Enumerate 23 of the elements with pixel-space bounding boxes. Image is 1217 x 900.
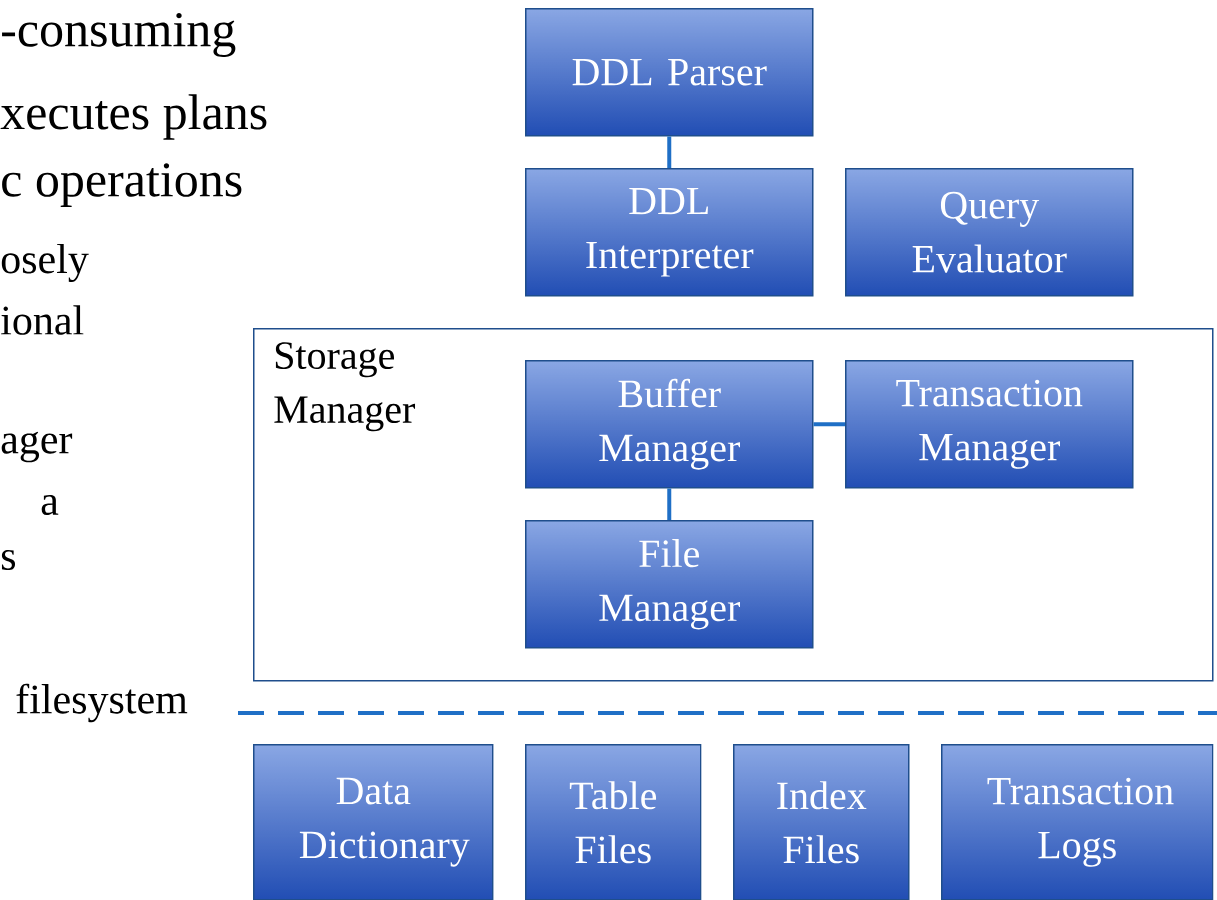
process-box: DDL Parser xyxy=(525,8,814,137)
process-box: File Manager xyxy=(525,520,814,649)
process-box: Buffer Manager xyxy=(525,360,814,489)
process-box: Transaction Logs xyxy=(941,744,1214,900)
box-heading: Storage Manager xyxy=(274,342,415,432)
text-fragment: -consuming xyxy=(2,13,236,57)
connector-line xyxy=(667,136,672,168)
text-fragment: osely xyxy=(1,243,89,283)
process-box: Index Files xyxy=(733,744,910,900)
connector-line xyxy=(667,488,672,520)
text-fragment: filesystem xyxy=(16,683,188,723)
process-box: Table Files xyxy=(525,744,702,900)
process-box: Query Evaluator xyxy=(845,168,1134,297)
text-fragment: c operations xyxy=(2,163,242,207)
process-box: Data Dictionary xyxy=(253,744,494,900)
process-box: DDL Interpreter xyxy=(525,168,814,297)
text-fragment: ional xyxy=(1,305,84,335)
connector-line xyxy=(813,422,845,427)
text-fragment: xecutes plans xyxy=(0,94,267,140)
process-box: Transaction Manager xyxy=(845,360,1134,489)
text-fragment: s xyxy=(1,549,15,571)
text-fragment: ager xyxy=(1,431,73,463)
text-fragment: a xyxy=(41,494,59,516)
